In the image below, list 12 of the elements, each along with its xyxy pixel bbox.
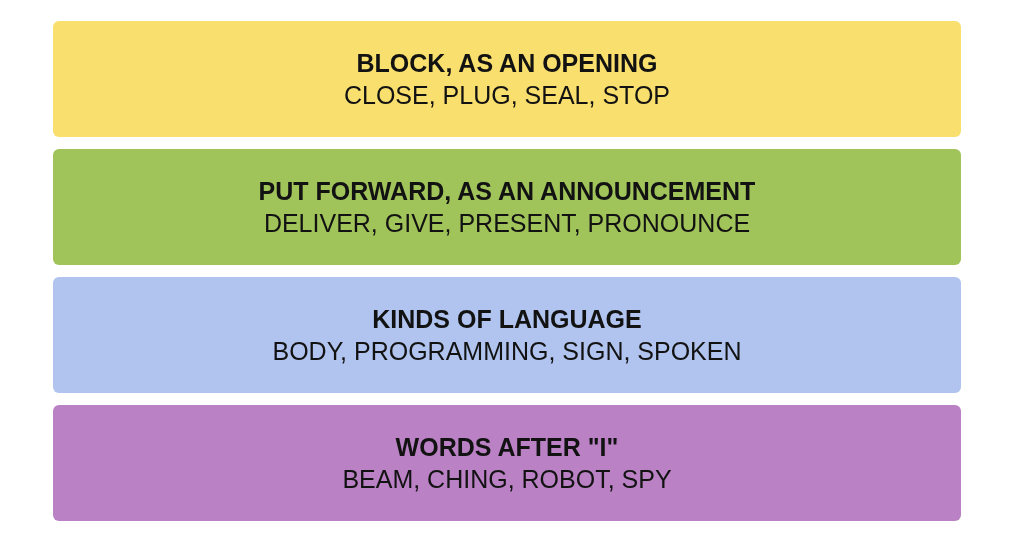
category-band: [53, 405, 961, 521]
word-list: DELIVER, GIVE, PRESENT, PRONOUNCE: [263, 207, 751, 239]
category-band: [53, 149, 961, 265]
category-title: PUT FORWARD, AS AN ANNOUNCEMENT: [258, 176, 756, 207]
category-title: BLOCK, AS AN OPENING: [356, 48, 658, 79]
category-band: [53, 21, 961, 137]
category-band: [53, 277, 961, 393]
category-title: WORDS AFTER "I": [395, 432, 619, 463]
category-title: KINDS OF LANGUAGE: [372, 304, 642, 335]
word-list: BODY, PROGRAMMING, SIGN, SPOKEN: [272, 335, 742, 367]
word-list: BEAM, CHING, ROBOT, SPY: [342, 463, 672, 495]
word-list: CLOSE, PLUG, SEAL, STOP: [343, 79, 671, 111]
